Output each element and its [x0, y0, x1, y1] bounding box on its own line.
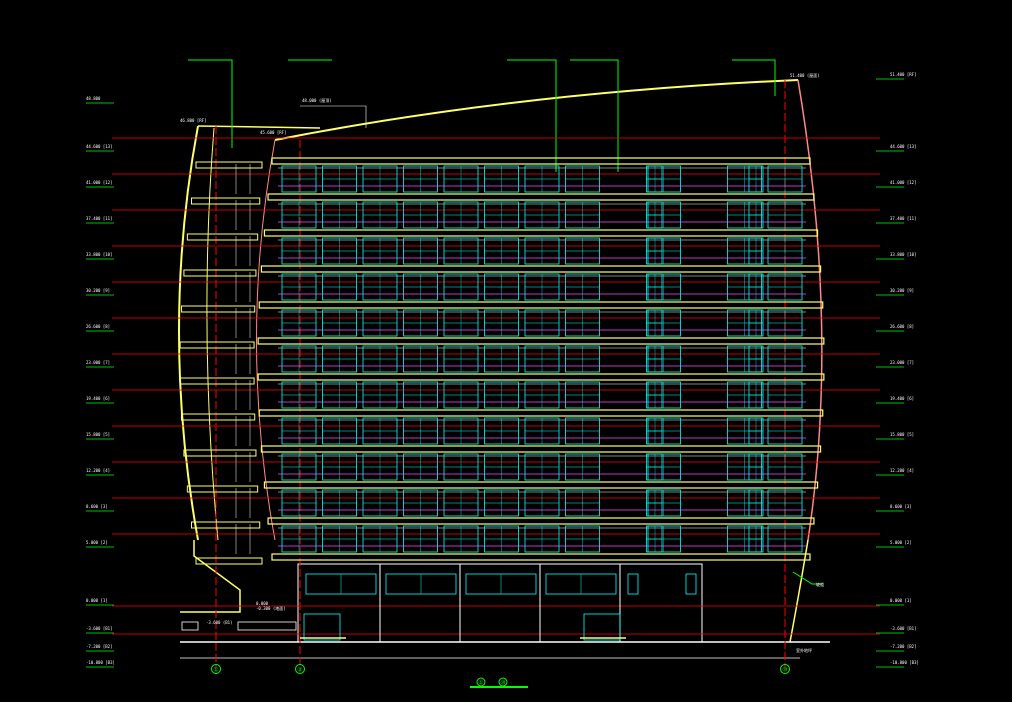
left-level-label: 15.800 [5] — [86, 432, 110, 437]
right-level-label: -7.200 [B2] — [890, 644, 917, 649]
generated-marks: 48.800 44.600 [13] 41.000 [12] 37.400 [11] 3… — [86, 72, 919, 687]
left-level-label: 37.400 [11] — [86, 216, 113, 221]
left-level-label: 8.600 [3] — [86, 504, 108, 509]
floor-slab — [257, 373, 825, 381]
left-level-label: 26.600 [8] — [86, 324, 110, 329]
floor-slab — [260, 445, 822, 453]
tower-slab — [183, 269, 257, 277]
axis-label: ② — [297, 667, 302, 674]
roof-curve — [274, 79, 799, 141]
podium-window — [685, 573, 697, 595]
ramp-note: 坡道 — [816, 581, 824, 587]
note-leader — [300, 105, 367, 128]
axis-label: ⑩ — [782, 667, 787, 674]
left-tower-curve — [178, 125, 199, 541]
right-level-label: 26.600 [8] — [890, 324, 914, 329]
podium-window — [627, 573, 639, 595]
leader-5 — [732, 59, 776, 96]
right-level-label: 15.800 [5] — [890, 432, 914, 437]
axis-label: ① — [213, 667, 218, 674]
low-note: -3.600 (B1) — [206, 620, 233, 625]
roof-low-edge — [197, 125, 321, 129]
right-level-label: 33.800 [10] — [890, 252, 917, 257]
canopy — [181, 621, 199, 631]
entrance-door — [583, 613, 621, 641]
low-note: 室外地坪 — [796, 647, 812, 653]
left-level-label: -10.800 [B3] — [86, 660, 115, 665]
axis-bubble — [780, 664, 790, 674]
right-level-label: 23.000 [7] — [890, 360, 914, 365]
tower-slab — [180, 305, 256, 313]
floor-slab — [258, 409, 824, 417]
leader-ramp — [792, 571, 822, 585]
left-level-label: 33.800 [10] — [86, 252, 113, 257]
top-note: 51.400 (屋面) — [790, 72, 820, 78]
right-level-label: -10.800 [B3] — [890, 660, 919, 665]
left-level-label: 48.800 — [86, 96, 101, 101]
title-bubble — [498, 677, 508, 687]
leader-1 — [188, 59, 233, 148]
right-base-curve — [789, 539, 809, 643]
tower-slab — [195, 161, 263, 169]
left-tower-inner — [206, 127, 219, 541]
top-note: 48.000 (屋顶) — [302, 97, 332, 103]
right-level-label: 5.000 [2] — [890, 540, 912, 545]
tower-slab — [186, 485, 259, 493]
left-level-label: -7.200 [B2] — [86, 644, 113, 649]
right-level-label: 0.000 [1] — [890, 598, 912, 603]
axis-bubble — [211, 664, 221, 674]
leader-3 — [507, 59, 557, 172]
title-mark: ① — [478, 680, 483, 687]
right-level-label: 30.200 [9] — [890, 288, 914, 293]
right-level-label: 8.600 [3] — [890, 504, 912, 509]
right-level-label: 41.000 [12] — [890, 180, 917, 185]
floor-slab — [271, 553, 811, 561]
tower-slab — [179, 341, 255, 349]
top-note: 46.800 [RF] — [180, 118, 207, 123]
floor-slab — [258, 301, 824, 309]
podium-block — [297, 563, 703, 643]
right-level-label: 51.400 [RF] — [890, 72, 917, 77]
left-level-label: 12.200 [4] — [86, 468, 110, 473]
floor-slab — [267, 517, 815, 525]
right-level-label: 19.400 [6] — [890, 396, 914, 401]
tower-slab — [190, 197, 261, 205]
tower-slab — [180, 413, 256, 421]
left-level-label: 44.600 [13] — [86, 144, 113, 149]
tower-slab — [183, 449, 257, 457]
entrance-door — [303, 613, 341, 641]
title-bubble — [476, 677, 486, 687]
tower-slab — [179, 377, 255, 385]
left-level-label: 41.000 [12] — [86, 180, 113, 185]
right-level-label: 37.400 [11] — [890, 216, 917, 221]
tower-slab — [186, 233, 259, 241]
floor-slab — [260, 265, 822, 273]
left-level-label: 19.400 [6] — [86, 396, 110, 401]
low-note: -0.300 (地面) — [256, 605, 286, 611]
left-level-label: -3.600 [B1] — [86, 626, 113, 631]
tower-slab — [190, 521, 261, 529]
left-level-label: 30.200 [9] — [86, 288, 110, 293]
floor-slab — [263, 229, 819, 237]
left-level-label: 0.000 [1] — [86, 598, 108, 603]
title-mark: ⑩ — [500, 680, 505, 687]
right-level-label: -3.600 [B1] — [890, 626, 917, 631]
right-level-label: 12.200 [4] — [890, 468, 914, 473]
floor-slab — [267, 193, 815, 201]
left-stair-outline — [180, 540, 241, 613]
axis-bubble — [295, 664, 305, 674]
tower-slab — [195, 557, 263, 565]
left-facade-curve — [256, 139, 276, 541]
top-note: 45.600 [RF] — [260, 130, 287, 135]
left-level-label: 23.000 [7] — [86, 360, 110, 365]
low-note: 0.000 — [256, 601, 269, 606]
floor-slab — [257, 337, 825, 345]
floor-slab — [263, 481, 819, 489]
left-level-label: 5.000 [2] — [86, 540, 108, 545]
floor-slab — [271, 157, 811, 165]
leader-4 — [570, 59, 619, 172]
right-level-label: 44.600 [13] — [890, 144, 917, 149]
canopy — [237, 621, 297, 631]
